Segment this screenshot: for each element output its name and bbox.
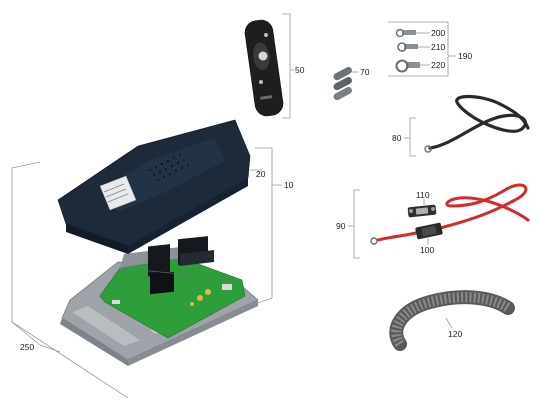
callout-90: 90	[336, 221, 346, 231]
callout-110: 110	[416, 190, 430, 200]
callout-250: 250	[20, 342, 34, 352]
callout-120: 120	[448, 329, 462, 339]
callout-10: 10	[284, 180, 294, 190]
callout-70: 70	[360, 67, 370, 77]
callout-labels: 10 20 50 70 80 90 100 110 120 190 200 21…	[20, 28, 472, 352]
callout-100: 100	[420, 245, 434, 255]
assembly-bracket-lines	[11, 147, 282, 399]
callout-50: 50	[295, 65, 305, 75]
pcb-board	[99, 236, 246, 339]
callout-210: 210	[431, 42, 445, 52]
callout-20: 20	[256, 169, 266, 179]
lug-200	[395, 28, 416, 38]
black-power-cable	[424, 94, 530, 153]
housing-cover	[57, 119, 251, 254]
fuse-110	[407, 204, 437, 218]
corrugated-hose	[389, 290, 515, 351]
red-power-cable	[370, 183, 530, 245]
callout-200: 200	[431, 28, 445, 38]
inline-fuse-holder	[415, 222, 443, 240]
lug-210	[397, 42, 418, 52]
remote-control	[244, 19, 284, 117]
callout-80: 80	[392, 133, 402, 143]
callout-220: 220	[431, 60, 445, 70]
callout-190: 190	[458, 51, 472, 61]
vent-grille	[149, 154, 189, 181]
cable-lugs	[395, 28, 420, 73]
magnet-set	[333, 67, 353, 101]
lug-220	[395, 59, 420, 73]
